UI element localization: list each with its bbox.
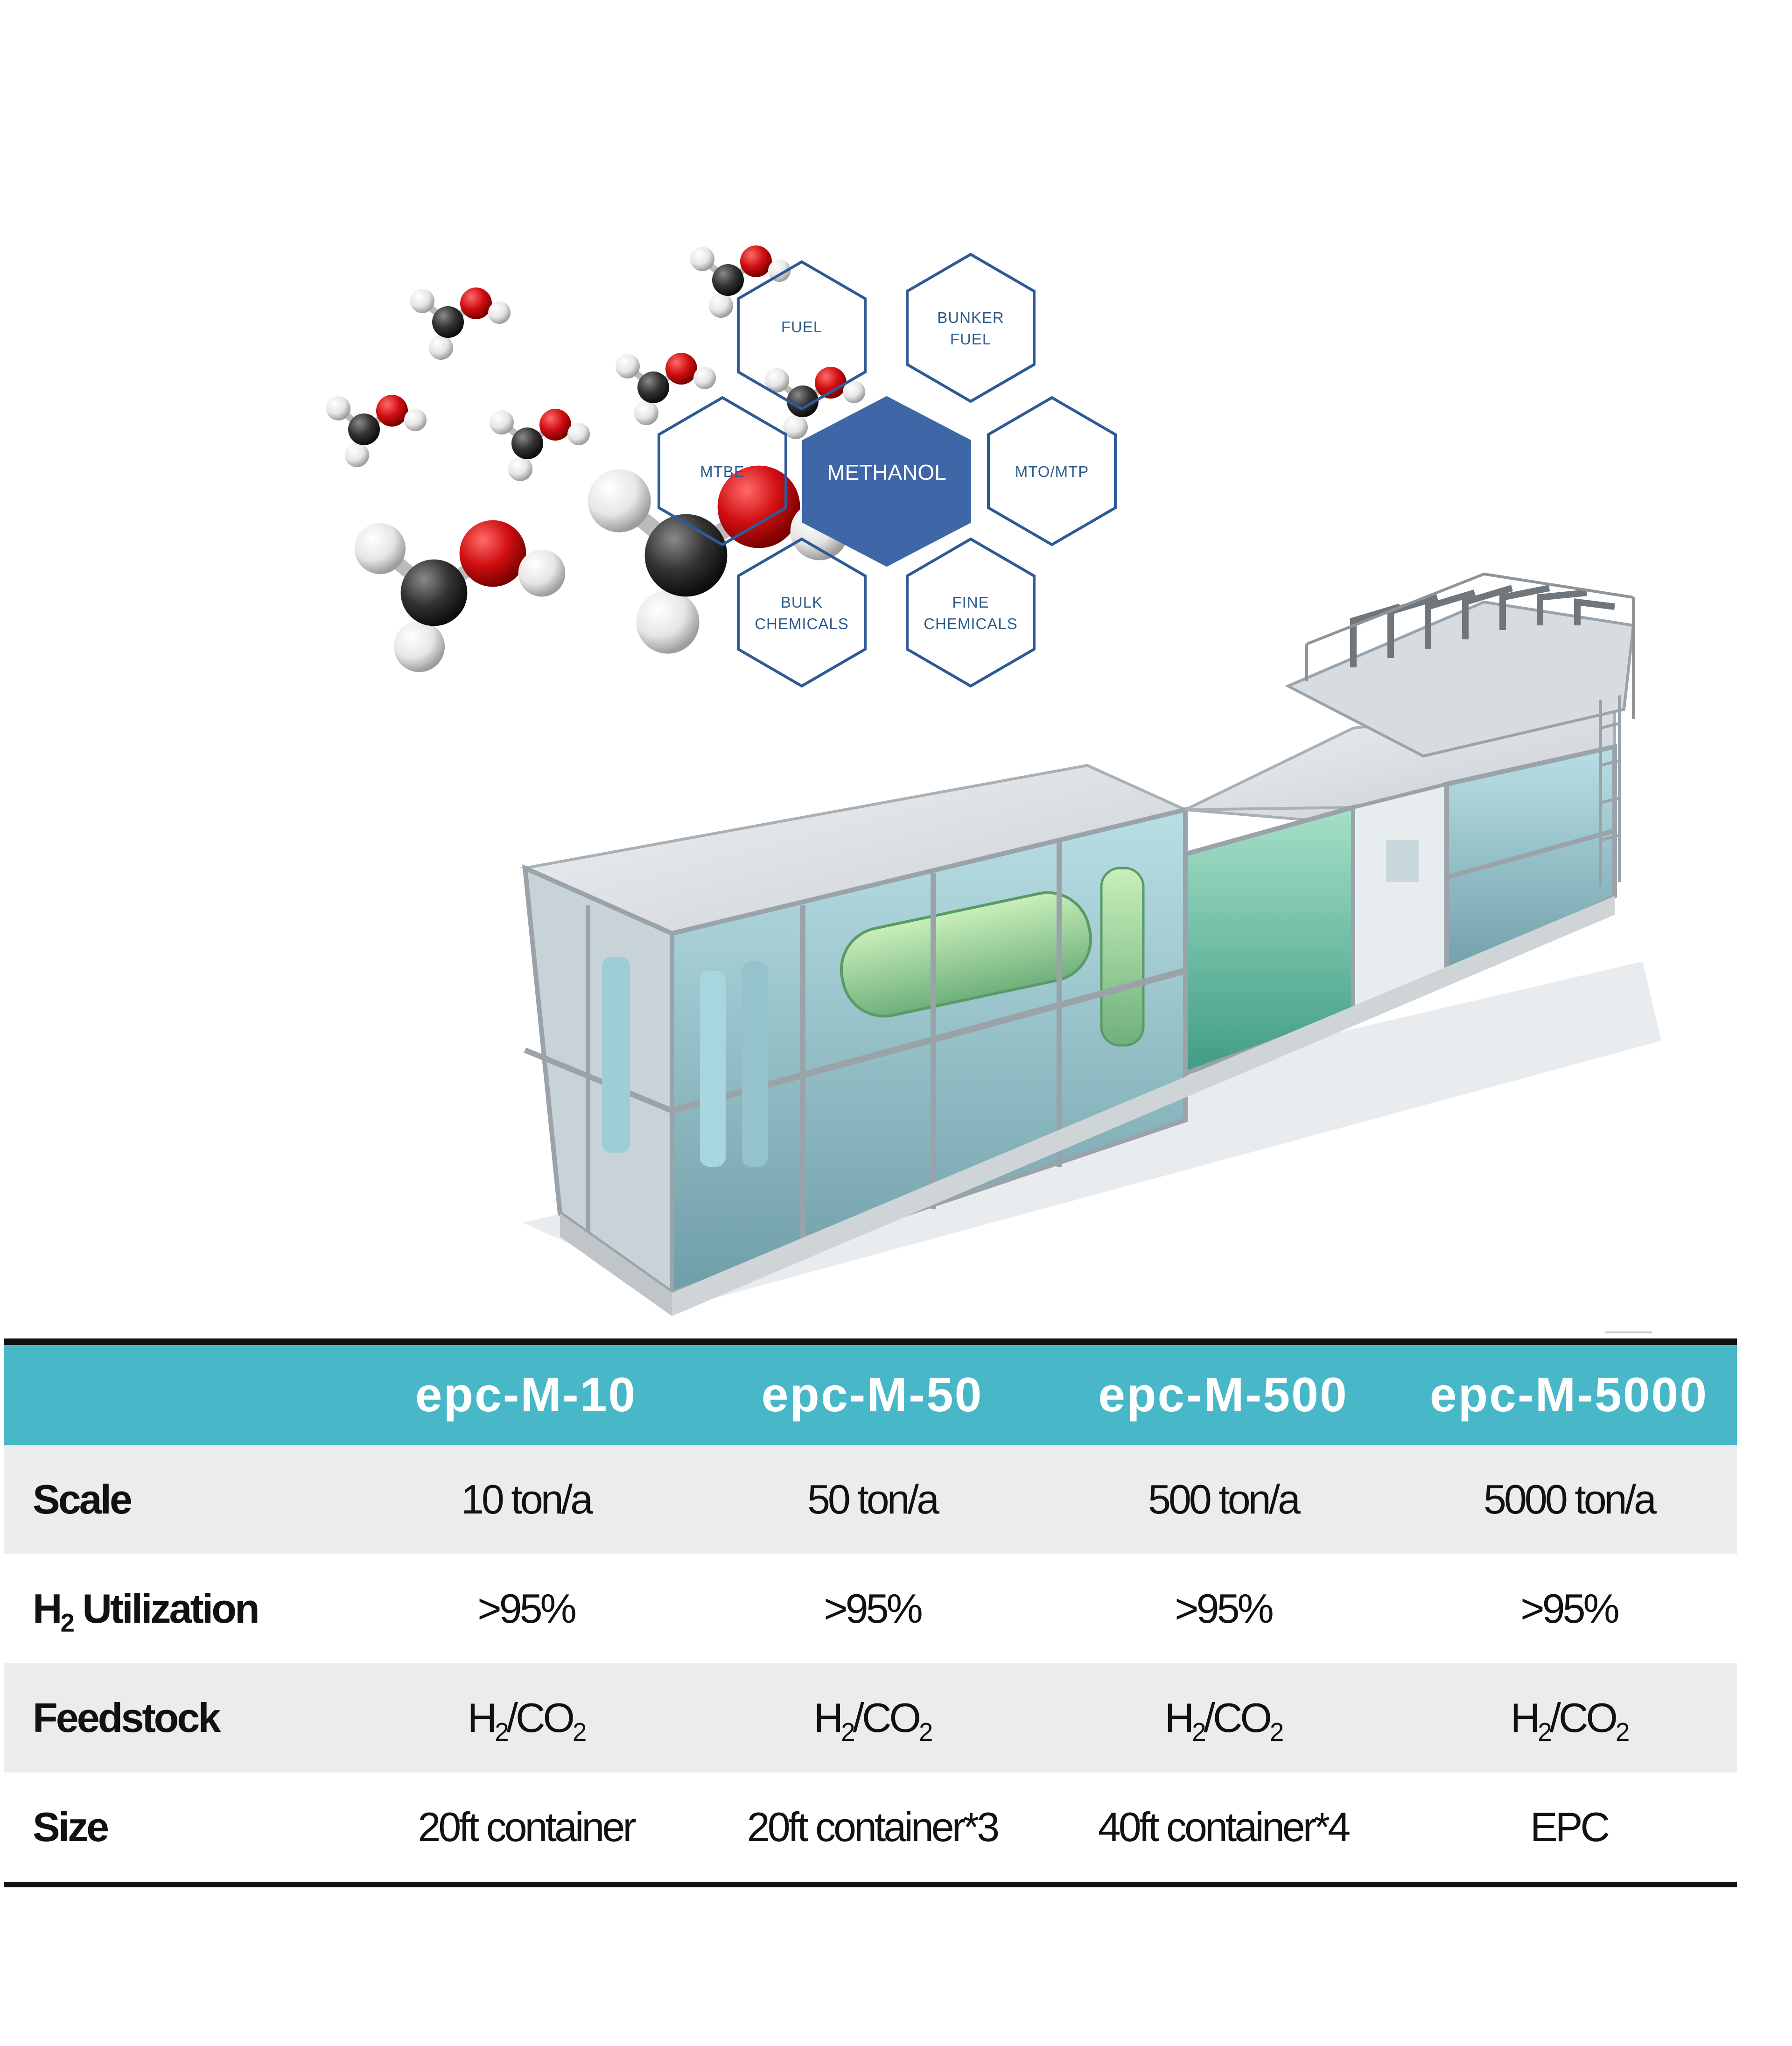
- cell-h2-500: >95%: [1045, 1554, 1401, 1663]
- column-header-epc-m-5000: epc-M-5000: [1401, 1342, 1737, 1445]
- hex-mtbe: [658, 396, 787, 547]
- hex-bunker-fuel: [906, 252, 1036, 403]
- cell-scale-10: 10 ton/a: [353, 1445, 699, 1554]
- cell-feedstock-500: H2/CO2: [1045, 1663, 1401, 1773]
- cell-size-50: 20ft container*3: [699, 1773, 1045, 1885]
- hex-label-methanol: METHANOL: [827, 460, 946, 484]
- row-label-size: Size: [4, 1773, 353, 1885]
- table-row-scale: Scale 10 ton/a 50 ton/a 500 ton/a 5000 t…: [4, 1445, 1737, 1554]
- cell-h2-50: >95%: [699, 1554, 1045, 1663]
- table-header-empty: [4, 1342, 353, 1445]
- column-header-epc-m-500: epc-M-500: [1045, 1342, 1401, 1445]
- table-row-feedstock: Feedstock H2/CO2 H2/CO2 H2/CO2 H2/CO2: [4, 1663, 1737, 1773]
- spec-table: epc-M-10 epc-M-50 epc-M-500 epc-M-5000 S…: [4, 1338, 1737, 1887]
- cell-feedstock-5000: H2/CO2: [1401, 1663, 1737, 1773]
- column-header-epc-m-50: epc-M-50: [699, 1342, 1045, 1445]
- cell-size-10: 20ft container: [353, 1773, 699, 1885]
- cell-h2-5000: >95%: [1401, 1554, 1737, 1663]
- row-label-scale: Scale: [4, 1445, 353, 1554]
- cell-scale-50: 50 ton/a: [699, 1445, 1045, 1554]
- hex-mto-mtp: [987, 396, 1117, 547]
- row-label-feedstock: Feedstock: [4, 1663, 353, 1773]
- label-h: H: [33, 1585, 63, 1632]
- hex-label-fuel: FUEL: [781, 318, 822, 336]
- methanol-plant-module: [520, 572, 1661, 1333]
- methanol-uses-hexagons: FUEL BUNKER FUEL MTBE METHANOL MTO/MTP B…: [658, 252, 1117, 688]
- cell-feedstock-10: H2/CO2: [353, 1663, 699, 1773]
- table-row-h2-utilization: H2 Utilization >95% >95% >95% >95%: [4, 1554, 1737, 1663]
- cell-feedstock-50: H2/CO2: [699, 1663, 1045, 1773]
- cell-scale-500: 500 ton/a: [1045, 1445, 1401, 1554]
- cell-size-5000: EPC: [1401, 1773, 1737, 1885]
- hex-bulk-chemicals: [737, 537, 867, 688]
- hero-illustration: FUEL BUNKER FUEL MTBE METHANOL MTO/MTP B…: [0, 0, 1661, 1333]
- cell-h2-10: >95%: [353, 1554, 699, 1663]
- hex-label-bunker-fuel: FUEL: [950, 330, 991, 348]
- hex-fine-chemicals: [906, 537, 1036, 688]
- hex-label-fine: FINE: [952, 594, 989, 611]
- hex-label-mtbe: MTBE: [700, 463, 745, 480]
- hex-methanol: [802, 396, 971, 567]
- cell-size-500: 40ft container*4: [1045, 1773, 1401, 1885]
- cell-scale-5000: 5000 ton/a: [1401, 1445, 1737, 1554]
- row-label-h2-utilization: H2 Utilization: [4, 1554, 353, 1663]
- column-header-epc-m-10: epc-M-10: [353, 1342, 699, 1445]
- hex-label-mto-mtp: MTO/MTP: [1015, 463, 1089, 480]
- table-row-size: Size 20ft container 20ft container*3 40f…: [4, 1773, 1737, 1885]
- hex-label-fine-chemicals: CHEMICALS: [924, 615, 1018, 632]
- hex-label-bunker: BUNKER: [937, 309, 1004, 326]
- label-utilization: Utilization: [72, 1585, 259, 1632]
- hex-label-bulk: BULK: [781, 594, 823, 611]
- hex-label-bulk-chemicals: CHEMICALS: [755, 615, 849, 632]
- table-header-row: epc-M-10 epc-M-50 epc-M-500 epc-M-5000: [4, 1342, 1737, 1445]
- hex-fuel: [737, 260, 867, 411]
- label-h-sub: 2: [60, 1609, 75, 1638]
